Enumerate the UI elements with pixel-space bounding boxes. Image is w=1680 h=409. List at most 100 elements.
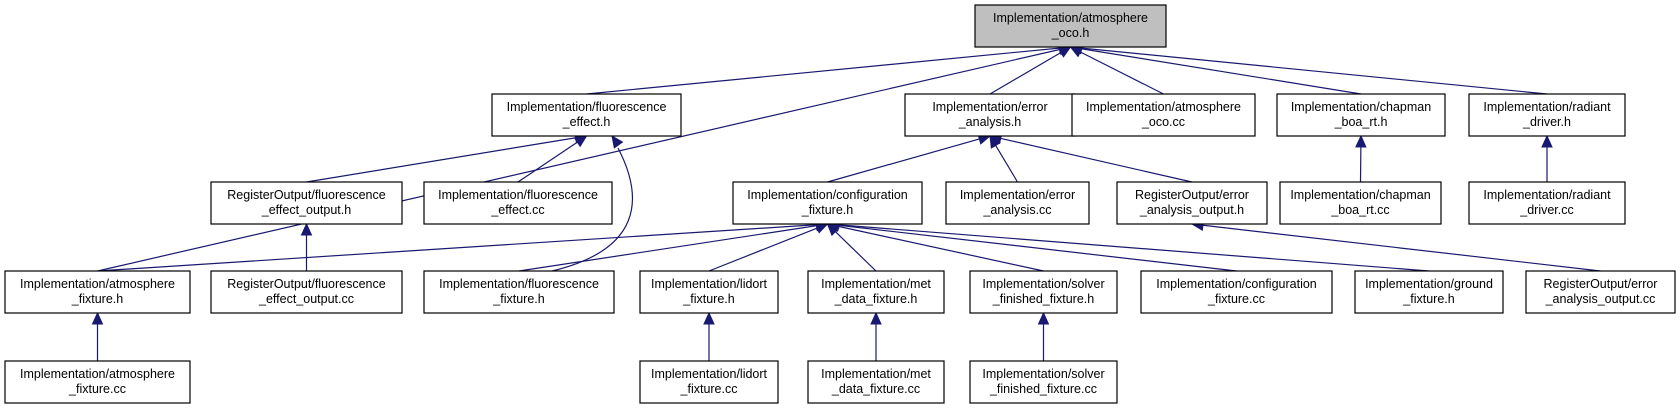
node-label-2: _analysis_output.h [1139,203,1244,217]
node-label-1: Implementation/lidort [651,277,768,291]
node-ro-fluor-output-h[interactable]: RegisterOutput/fluorescence_effect_outpu… [210,181,403,225]
node-met-fixture-cc[interactable]: Implementation/met_data_fixture.cc [807,360,945,404]
edge-met_fixture_h-to-config_fixture_h [826,223,877,272]
edge-config_fixture_h-to-error_analysis_h [827,133,992,183]
node-label-2: _boa_rt.cc [1330,203,1389,217]
node-label-1: Implementation/atmosphere [1086,100,1241,114]
node-atmosphere-oco-cc[interactable]: Implementation/atmosphere_oco.cc [1071,93,1256,137]
edge-line [837,224,1237,272]
edge-line [517,141,579,183]
edge-arrowhead [870,311,882,325]
node-label-2: _fixture.h [801,203,853,217]
node-label-2: _fixture.cc [680,382,738,396]
node-solver-fixture-cc[interactable]: Implementation/solver_finished_fixture.c… [969,360,1118,404]
node-box [210,181,403,225]
node-label-2: _data_fixture.h [834,292,918,306]
edge-ro_error_output_cc-to-ro_error_output_h [1190,219,1601,272]
node-box [1071,93,1256,137]
edge-error_analysis_cc-to-error_analysis_h [989,134,1019,183]
edge-met_fixture_cc-to-met_fixture_h [870,311,882,361]
node-chapman-h[interactable]: Implementation/chapman_boa_rt.h [1276,93,1446,137]
edge-line [97,48,1061,272]
edge-lidort_fixture_cc-to-lidort_fixture_h [703,311,715,361]
node-ground-fixture-h[interactable]: Implementation/ground_fixture.h [1354,270,1504,314]
node-label-1: Implementation/solver [982,367,1104,381]
edge-ro_error_output_h-to-error_analysis_h [988,132,1193,183]
node-box [807,360,945,404]
edge-layer [91,42,1601,361]
node-label-2: _analysis.h [958,115,1022,129]
edge-line [518,224,818,272]
node-error-analysis-h[interactable]: Implementation/error_analysis.h [904,93,1076,137]
node-label-1: Implementation/chapman [1291,100,1431,114]
node-box [969,360,1118,404]
node-label-2: _fixture.h [1402,292,1454,306]
edge-arrowhead [300,222,313,236]
node-label-1: Implementation/radiant [1483,188,1611,202]
edge-ro_fluor_output_cc-to-ro_fluor_output_h [300,222,313,271]
edge-atm_fixture_h-to-root [97,43,1072,272]
node-label-1: Implementation/lidort [651,367,768,381]
node-fluor-effect-cc[interactable]: Implementation/fluorescence_effect.cc [423,181,613,225]
edge-line [837,224,1430,272]
edge-arrowhead [1355,134,1367,148]
node-box [1140,270,1333,314]
edge-ro_fluor_output_h-to-fluor_effect_h [306,132,588,183]
node-label-2: _fixture.cc [1207,292,1265,306]
node-label-2: _boa_rt.h [1334,115,1388,129]
edge-solver_fixture_cc-to-solver_fixture_h [1037,311,1050,361]
edge-line [1080,47,1548,95]
node-box [974,4,1167,48]
node-box [945,181,1090,225]
node-box [732,181,923,225]
node-label-2: _oco.h [1051,26,1090,40]
node-met-fixture-h[interactable]: Implementation/met_data_fixture.h [807,270,945,314]
node-ro-error-output-h[interactable]: RegisterOutput/error_analysis_output.h [1116,181,1268,225]
node-box [4,360,191,404]
node-label-1: Implementation/atmosphere [993,11,1148,25]
node-label-1: Implementation/error [932,100,1047,114]
node-box [1276,93,1446,137]
node-ro-error-output-cc[interactable]: RegisterOutput/error_analysis_output.cc [1525,270,1676,314]
edge-config_fixture_cc-to-config_fixture_h [826,219,1237,272]
edge-line [97,224,818,272]
edge-line [999,137,1193,183]
node-label-1: Implementation/error [960,188,1075,202]
node-lidort-fixture-cc[interactable]: Implementation/lidort_fixture.cc [639,360,779,404]
node-atm-fixture-cc[interactable]: Implementation/atmosphere_fixture.cc [4,360,191,404]
node-error-analysis-cc[interactable]: Implementation/error_analysis.cc [945,181,1090,225]
node-box [807,270,945,314]
node-radiant-cc[interactable]: Implementation/radiant_driver.cc [1468,181,1626,225]
node-label-1: Implementation/configuration [747,188,908,202]
node-label-1: Implementation/radiant [1483,100,1611,114]
node-fluor-fixture-h[interactable]: Implementation/fluorescence_fixture.h [423,270,615,314]
node-box [1116,181,1268,225]
node-lidort-fixture-h[interactable]: Implementation/lidort_fixture.h [639,270,779,314]
node-label-1: Implementation/fluorescence [507,100,667,114]
node-box [423,181,613,225]
edge-line [1080,48,1362,95]
node-label-1: Implementation/configuration [1156,277,1317,291]
node-box [969,270,1118,314]
edge-chapman_cc-to-chapman_h [1355,134,1367,183]
edge-line [989,51,1063,95]
edge-arrowhead [1037,311,1050,325]
node-box [639,270,779,314]
node-config-fixture-cc[interactable]: Implementation/configuration_fixture.cc [1140,270,1333,314]
edge-line [708,227,819,272]
node-radiant-h[interactable]: Implementation/radiant_driver.h [1468,93,1626,137]
node-fluor-effect-h[interactable]: Implementation/fluorescence_effect.h [491,93,682,137]
node-chapman-cc[interactable]: Implementation/chapman_boa_rt.cc [1279,181,1442,225]
node-label-2: _effect.cc [490,203,544,217]
node-label-2: _effect_output.cc [258,292,354,306]
node-solver-fixture-h[interactable]: Implementation/solver_finished_fixture.h [969,270,1118,314]
node-label-2: _data_fixture.cc [831,382,920,396]
node-label-1: Implementation/atmosphere [20,277,175,291]
edge-arrowhead [91,311,104,325]
node-ro-fluor-output-cc[interactable]: RegisterOutput/fluorescence_effect_outpu… [210,270,403,314]
node-label-2: _finished_fixture.h [992,292,1095,306]
node-atm-fixture-h[interactable]: Implementation/atmosphere_fixture.h [4,270,191,314]
edge-arrowhead [573,135,588,148]
node-config-fixture-h[interactable]: Implementation/configuration_fixture.h [732,181,923,225]
